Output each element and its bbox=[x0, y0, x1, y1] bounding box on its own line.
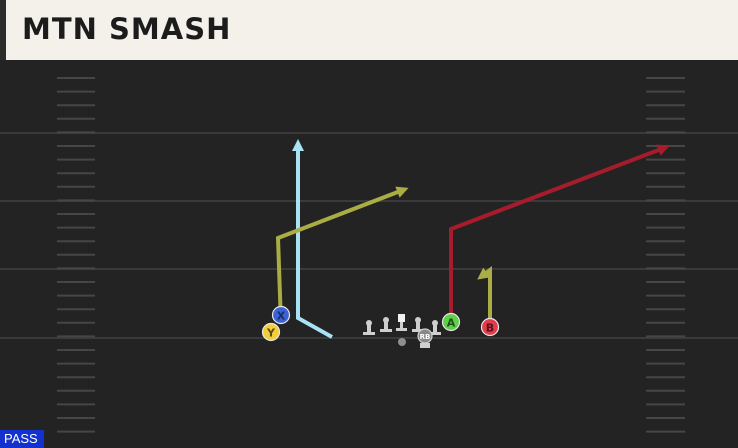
player-y: Y bbox=[261, 322, 281, 342]
player-y-label: Y bbox=[266, 327, 276, 340]
field-surface bbox=[0, 62, 738, 448]
hash-marks bbox=[57, 77, 685, 433]
center-icon bbox=[396, 314, 407, 331]
y-route bbox=[275, 186, 409, 325]
player-b: B bbox=[480, 317, 500, 337]
lineman-icon bbox=[363, 320, 375, 335]
player-a-label: A bbox=[447, 317, 456, 330]
x-route bbox=[292, 139, 333, 339]
player-a: A bbox=[441, 312, 461, 332]
player-rb: RB bbox=[417, 328, 433, 348]
b-route bbox=[477, 266, 492, 318]
quarterback-marker bbox=[398, 338, 406, 346]
offensive-line bbox=[363, 314, 441, 335]
lineman-icon bbox=[380, 317, 392, 332]
title-bar: MTN SMASH bbox=[0, 0, 738, 60]
lineman-icon bbox=[429, 320, 441, 335]
player-b-label: B bbox=[486, 322, 494, 335]
play-type-badge: PASS bbox=[0, 430, 44, 448]
player-x: X bbox=[271, 305, 291, 325]
lineman-icon bbox=[412, 317, 424, 332]
player-rb-label: RB bbox=[420, 333, 431, 341]
player-x-label: X bbox=[277, 310, 286, 323]
play-title: MTN SMASH bbox=[22, 12, 232, 46]
a-route bbox=[449, 144, 670, 318]
